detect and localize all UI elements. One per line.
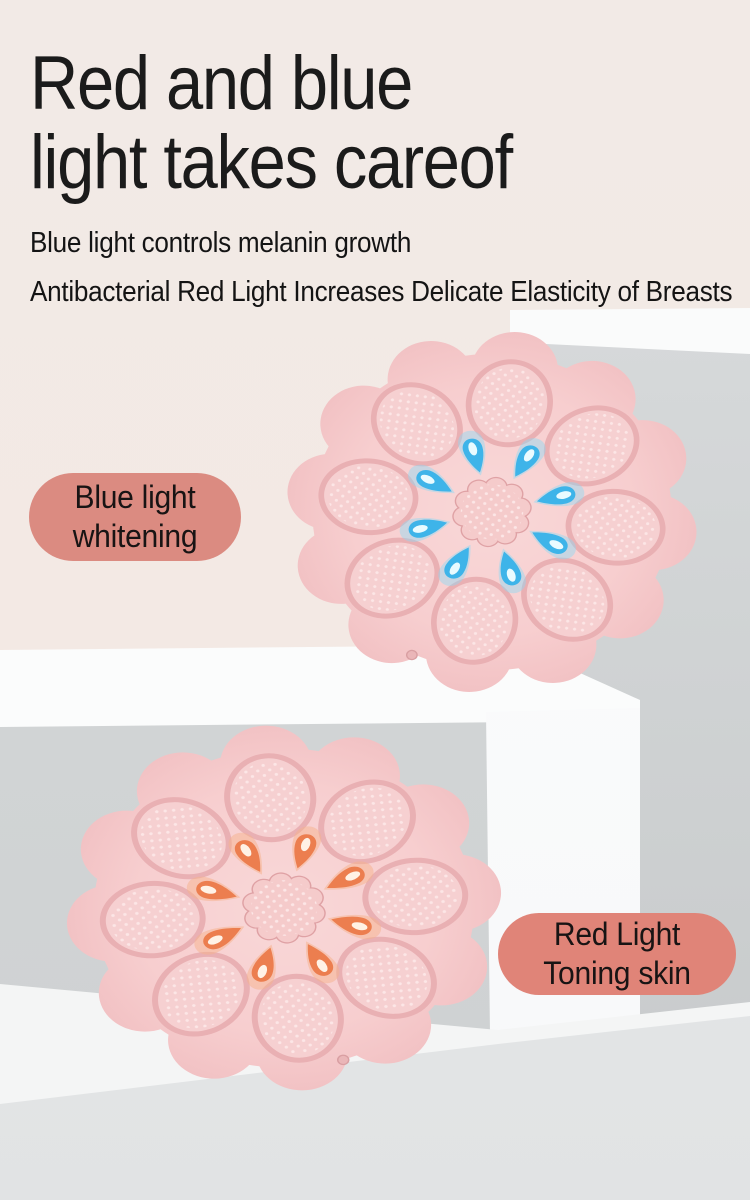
page-title: Red and blue light takes careof — [30, 41, 513, 205]
badge-red-line1: Red Light — [553, 916, 681, 952]
badge-blue-line2: whitening — [72, 518, 198, 554]
page-title-line1: Red and blue — [30, 41, 413, 126]
blue-light-massager-photo — [257, 305, 727, 718]
badge-blue-light-whitening: Blue light whitening — [29, 473, 241, 561]
device-port-hole — [336, 1054, 350, 1066]
subtitle-red-light: Antibacterial Red Light Increases Delica… — [30, 276, 733, 308]
badge-blue-line1: Blue light — [74, 479, 196, 515]
red-light-massager-photo — [42, 705, 526, 1111]
badge-red-light-toning: Red Light Toning skin — [498, 913, 736, 995]
page-title-line2: light takes careof — [30, 120, 513, 205]
device-port-hole — [405, 649, 418, 661]
badge-red-line2: Toning skin — [543, 955, 691, 991]
subtitle-blue-light: Blue light controls melanin growth — [30, 227, 412, 259]
